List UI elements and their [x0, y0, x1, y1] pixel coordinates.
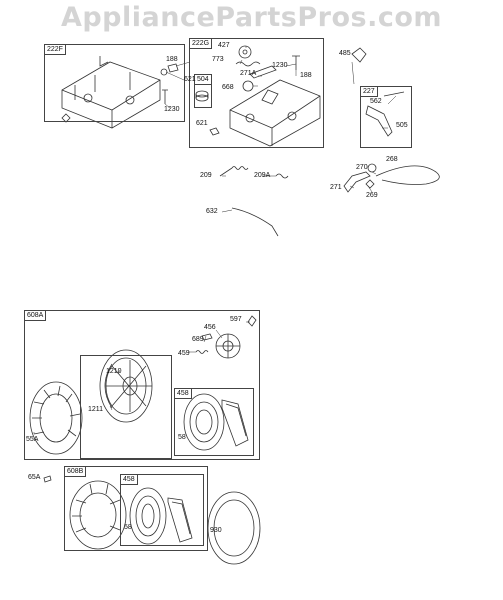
part-621b-label: 621	[196, 120, 208, 127]
handle-58b-drawing	[167, 497, 193, 543]
bolt-597-drawing	[247, 315, 257, 327]
group-222F-box	[44, 44, 185, 122]
part-505-label: 505	[396, 122, 408, 129]
cap-504-drawing	[195, 90, 209, 102]
part-1210-label: 1210	[106, 368, 122, 375]
bolt-188-drawing	[167, 63, 179, 73]
nut-270-drawing	[367, 163, 377, 173]
group-222G-tag: 222G	[189, 38, 213, 49]
spring-773-drawing	[235, 61, 261, 67]
group-458a-box	[174, 388, 254, 456]
lever-271A-drawing	[249, 65, 277, 79]
part-269-label: 269	[366, 192, 378, 199]
part-209A-label: 209A	[254, 172, 271, 179]
part-456-label: 456	[204, 324, 216, 331]
clamp-269-drawing	[365, 179, 375, 189]
group-458b-box	[120, 474, 204, 546]
part-209-label: 209	[200, 172, 212, 179]
nut-621-drawing	[160, 68, 168, 76]
group-608A-box	[24, 310, 260, 460]
pawl-689-drawing	[201, 333, 213, 341]
part-270-label: 270	[356, 164, 368, 171]
group-458a-tag: 458	[174, 388, 192, 399]
part-632-label: 632	[206, 208, 218, 215]
part-268-label: 268	[386, 156, 398, 163]
part-58a-label: 58	[178, 434, 186, 441]
ratchet-456-drawing	[215, 333, 241, 359]
part-485-label: 485	[339, 50, 351, 57]
spring-209-drawing	[219, 166, 249, 177]
pulley-1210-drawing	[99, 349, 153, 423]
screw-1230-drawing	[162, 89, 168, 104]
watermark-logo: AppliancePartsPros.com	[60, 2, 443, 33]
lever-271-drawing	[343, 171, 371, 193]
rope-1211-drawing	[104, 363, 113, 409]
starter-inner-box	[80, 355, 172, 459]
part-427-label: 427	[218, 42, 230, 49]
part-597-label: 597	[230, 316, 242, 323]
clip-485-drawing	[351, 47, 367, 63]
nut-621b-drawing	[209, 127, 220, 136]
housing-55A-drawing	[29, 381, 83, 455]
handle-58a-drawing	[221, 399, 249, 447]
part-668-label: 668	[222, 84, 234, 91]
rod-632-drawing	[231, 207, 279, 237]
screw-1230b-drawing	[292, 55, 300, 70]
group-227-box	[360, 86, 412, 148]
spring-459-drawing	[195, 350, 209, 354]
part-1230-label: 1230	[164, 106, 180, 113]
part-65A-label: 65A	[28, 474, 41, 481]
group-608A-tag: 608A	[24, 310, 47, 321]
part-188-label: 188	[166, 56, 178, 63]
part-459-label: 459	[178, 350, 190, 357]
group-222F-tag: 222F	[44, 44, 66, 55]
governor-plate-drawing	[229, 79, 321, 147]
group-504-tag: 504	[194, 74, 212, 85]
part-562-label: 562	[370, 98, 382, 105]
group-227-tag: 227	[360, 86, 378, 97]
link-209A-drawing	[275, 173, 289, 179]
part-773-label: 773	[212, 56, 224, 63]
spring-458b-drawing	[129, 487, 167, 545]
group-608B-box	[64, 466, 208, 551]
spring-458a-drawing	[183, 393, 225, 451]
part-55A-label: 55A	[26, 436, 39, 443]
cable-268-drawing	[375, 165, 440, 185]
housing-608B-drawing	[69, 480, 127, 550]
group-222G-box	[189, 38, 324, 148]
part-271-label: 271	[330, 184, 342, 191]
part-689-label: 689	[192, 336, 204, 343]
group-458b-tag: 458	[120, 474, 138, 485]
gear-427-drawing	[238, 45, 252, 59]
group-608B-tag: 608B	[64, 466, 87, 477]
spring-562-drawing	[383, 91, 405, 97]
part-1211-label: 1211	[88, 406, 104, 413]
part-1230b-label: 1230	[272, 62, 288, 69]
screw-65A-drawing	[43, 475, 52, 483]
part-188b-label: 188	[300, 72, 312, 79]
part-930-label: 930	[210, 527, 222, 534]
part-58b-label: 58	[124, 524, 132, 531]
part-271A-label: 271A	[240, 70, 257, 77]
base-plate-drawing	[61, 56, 161, 129]
guard-930-drawing	[207, 491, 261, 565]
part-621-label: 621	[184, 76, 196, 83]
lever-227-drawing	[365, 105, 393, 137]
